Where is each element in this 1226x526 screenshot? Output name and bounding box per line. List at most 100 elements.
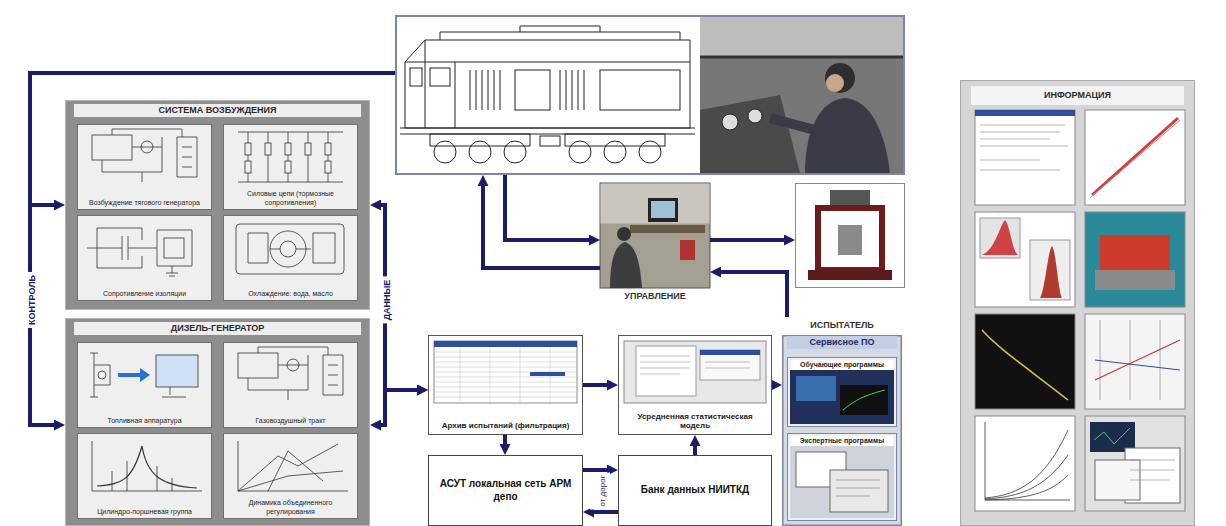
locomotive-panel bbox=[395, 15, 905, 175]
service-box-drawing bbox=[787, 357, 897, 427]
scheme-card: Охлаждение: вода, масло bbox=[223, 215, 358, 301]
scheme-card: Топливная аппаратура bbox=[77, 342, 212, 428]
system-panel: СИСТЕМА ВОЗБУЖДЕНИЯВозбуждение тягового … bbox=[65, 100, 370, 310]
scheme-card: Сопротивление изоляции bbox=[77, 215, 212, 301]
archive-screenshot bbox=[434, 341, 577, 403]
locomotive-drawing bbox=[396, 16, 904, 174]
archive-box: Архив испытаний (фильтрация) bbox=[428, 335, 583, 435]
information-screenshots bbox=[1130, 460, 1175, 480]
locomotive-drawing bbox=[469, 141, 491, 163]
driver-photo bbox=[700, 17, 903, 173]
locomotive-drawing bbox=[405, 40, 690, 128]
node-heading: СИСТЕМА ВОЗБУЖДЕНИЯ bbox=[74, 104, 361, 117]
model-screenshot bbox=[624, 341, 766, 403]
node-heading: Сопротивление изоляции bbox=[78, 290, 211, 300]
connector-arrow bbox=[590, 510, 618, 514]
information-screenshots bbox=[975, 110, 1075, 205]
information-screenshots bbox=[1090, 120, 1180, 198]
control-room-photo bbox=[630, 225, 705, 233]
connector-label: ДАННЫЕ bbox=[382, 280, 392, 321]
connector-arrow bbox=[30, 73, 395, 425]
locomotive-drawing bbox=[400, 26, 695, 163]
information-screenshots bbox=[1085, 416, 1185, 511]
information-screenshots bbox=[1085, 314, 1185, 409]
locomotive-drawing bbox=[600, 70, 680, 110]
node-heading: Силовые цепи (тормозные сопротивления) bbox=[224, 190, 357, 209]
node-heading: Охлаждение: вода, масло bbox=[224, 290, 357, 300]
locomotive-drawing bbox=[410, 68, 422, 86]
service-software-box: ИСПЫТАТЕЛЬСервисное ПООбучающие программ… bbox=[782, 317, 902, 526]
node-heading: ИСПЫТАТЕЛЬ bbox=[782, 317, 902, 333]
bottom-box-fill bbox=[428, 455, 583, 526]
panel-fill bbox=[65, 100, 370, 310]
data-bank-box: Банк данных НИИТКД bbox=[618, 455, 772, 526]
locomotive-drawing bbox=[470, 70, 584, 110]
panel-fill bbox=[77, 215, 212, 301]
control-room-photo bbox=[610, 242, 642, 288]
information-screenshots bbox=[982, 220, 1018, 255]
model-screenshot bbox=[636, 346, 696, 396]
scheme-drawing bbox=[90, 353, 198, 397]
node-heading: Обучающие программы bbox=[791, 360, 893, 370]
information-screenshots bbox=[1094, 428, 1130, 444]
service-box-drawing bbox=[787, 433, 897, 521]
connector-arrow bbox=[503, 435, 507, 448]
panel-fill bbox=[65, 318, 370, 526]
connector-arrow bbox=[693, 442, 697, 455]
connector-arrow bbox=[772, 383, 775, 387]
panel-fill bbox=[65, 100, 370, 526]
driver-photo bbox=[825, 63, 855, 93]
archive-screenshot bbox=[434, 347, 577, 403]
test-stand-photo bbox=[796, 184, 904, 287]
model-screenshot bbox=[640, 356, 750, 374]
information-panel: ИНФОРМАЦИЯ bbox=[960, 80, 1195, 526]
network-box: АСУТ локальная сеть АРМ депо bbox=[428, 455, 583, 526]
panel-fill bbox=[77, 124, 212, 210]
driver-photo bbox=[722, 114, 738, 130]
driver-photo bbox=[826, 74, 844, 92]
connector-label: КОНТРОЛЬ bbox=[27, 275, 37, 325]
information-screenshots bbox=[980, 218, 1020, 258]
scheme-drawing bbox=[238, 441, 348, 491]
information-screenshots bbox=[975, 110, 1075, 116]
node-heading: Топливная аппаратура bbox=[78, 417, 211, 427]
node-heading: Банк данных НИИТКД bbox=[619, 482, 771, 499]
note-label-patch: от дорог bbox=[590, 472, 610, 509]
program-card: Обучающие программы bbox=[787, 357, 897, 427]
locomotive-drawing bbox=[434, 141, 456, 163]
bottom-box-fill bbox=[428, 455, 772, 526]
scheme-drawing bbox=[238, 347, 343, 400]
scheme-drawing bbox=[87, 129, 348, 491]
scheme-card: Газовоздушный тракт bbox=[223, 342, 358, 428]
locomotive-drawing bbox=[604, 141, 626, 163]
connector-arrow bbox=[377, 390, 422, 425]
test-stand-photo bbox=[796, 184, 904, 287]
model-screenshot bbox=[700, 350, 760, 355]
service-box-drawing bbox=[783, 336, 902, 526]
control-room-photo bbox=[648, 198, 678, 222]
information-screenshots bbox=[1040, 246, 1062, 298]
node-heading: АСУТ локальная сеть АРМ депо bbox=[429, 476, 582, 505]
connector-arrow bbox=[483, 182, 600, 268]
information-screenshots bbox=[960, 80, 1195, 526]
control-room-photo bbox=[601, 184, 710, 224]
archive-screenshot bbox=[428, 335, 583, 435]
archive-screenshot bbox=[530, 372, 565, 376]
locomotive-drawing bbox=[504, 141, 526, 163]
information-screenshots bbox=[975, 416, 1075, 511]
service-box-drawing bbox=[836, 480, 880, 496]
control-photo: УПРАВЛЕНИЕ bbox=[600, 183, 710, 303]
driver-photo bbox=[770, 118, 815, 130]
node-heading: Экспертные программы bbox=[791, 436, 893, 446]
scheme-drawing bbox=[236, 224, 344, 274]
driver-photo bbox=[748, 109, 762, 123]
panel-fill bbox=[77, 342, 212, 428]
information-screenshots bbox=[1030, 240, 1070, 300]
driver-photo bbox=[700, 95, 800, 173]
driver-photo bbox=[700, 17, 903, 173]
information-screenshots bbox=[982, 330, 1068, 400]
locomotive-drawing bbox=[430, 68, 450, 86]
connector-arrow bbox=[583, 383, 611, 387]
scheme-drawing bbox=[92, 129, 197, 182]
